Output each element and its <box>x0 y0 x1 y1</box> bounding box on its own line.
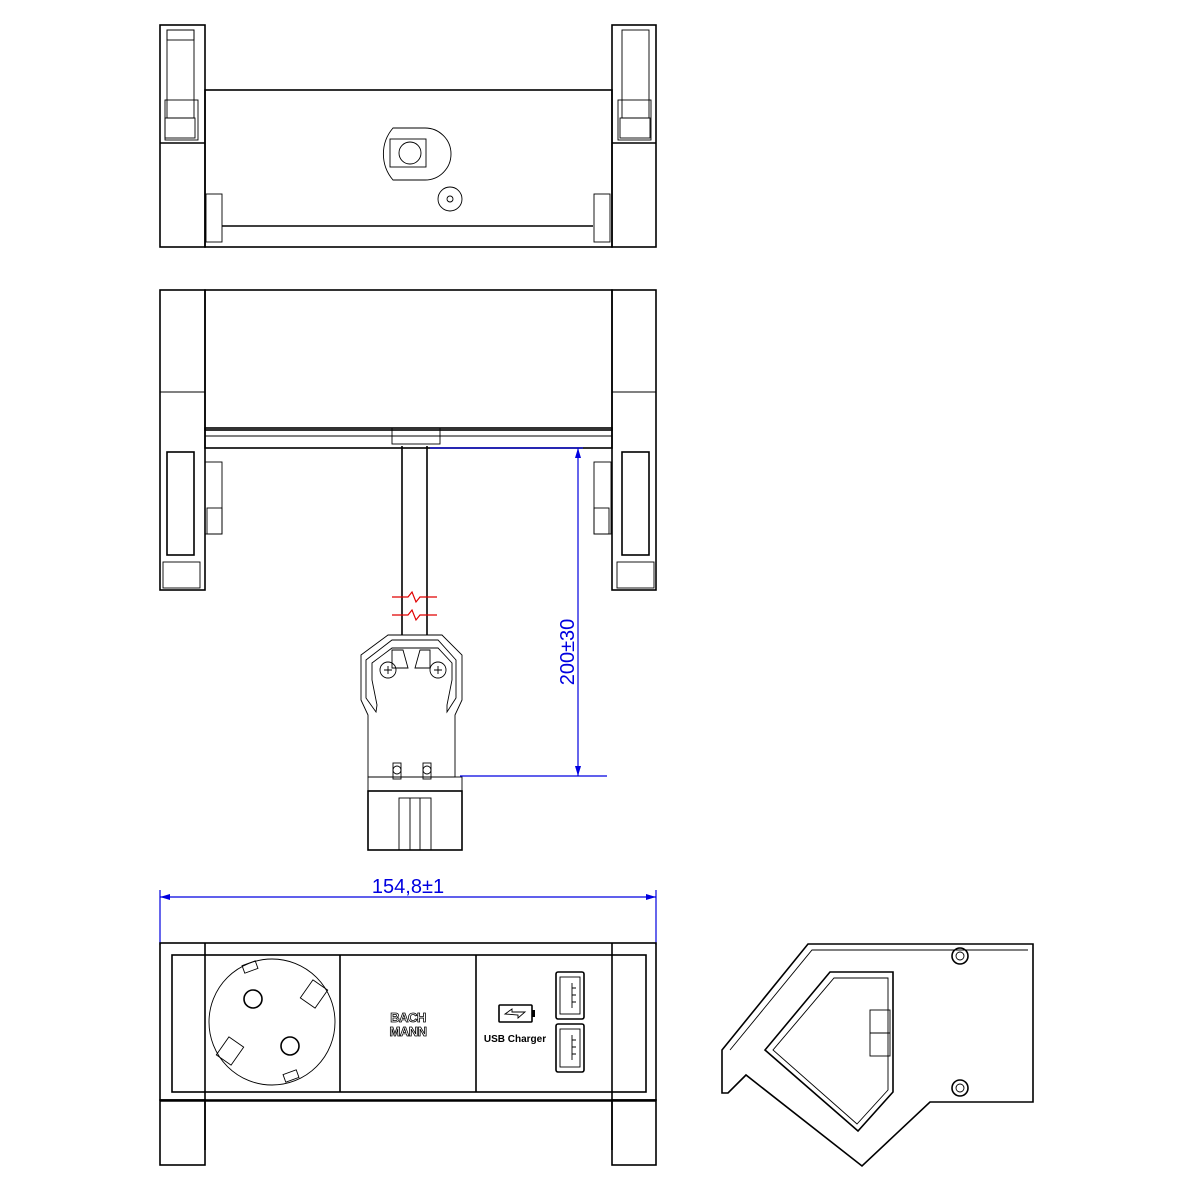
top-view <box>159 24 657 248</box>
usb-charger-label: USB Charger <box>484 1034 546 1045</box>
brand-line1: BACH <box>390 1010 426 1025</box>
screw-icon <box>951 947 969 965</box>
width-label: 154,8±1 <box>372 876 444 898</box>
cable-length-label: 200±30 <box>557 619 579 686</box>
cable-length-dimension: 200±30 <box>430 447 607 777</box>
screw-icon <box>951 1079 969 1097</box>
brand-line2: MANN <box>390 1024 427 1039</box>
brand-logo: BACH MANN <box>389 1010 427 1040</box>
side-view <box>721 943 1034 1168</box>
schuko-socket <box>208 958 336 1086</box>
width-dimension: 154,8±1 <box>159 876 657 945</box>
usb-port-icon <box>555 1023 585 1073</box>
front-view: 154,8±1 BACH MANN USB Charger <box>159 876 657 1166</box>
usb-port-icon <box>555 971 585 1020</box>
battery-icon <box>498 1004 533 1023</box>
rear-view: 200±30 <box>159 289 657 851</box>
connector <box>360 634 463 851</box>
usb-charger-module: USB Charger <box>484 971 585 1073</box>
